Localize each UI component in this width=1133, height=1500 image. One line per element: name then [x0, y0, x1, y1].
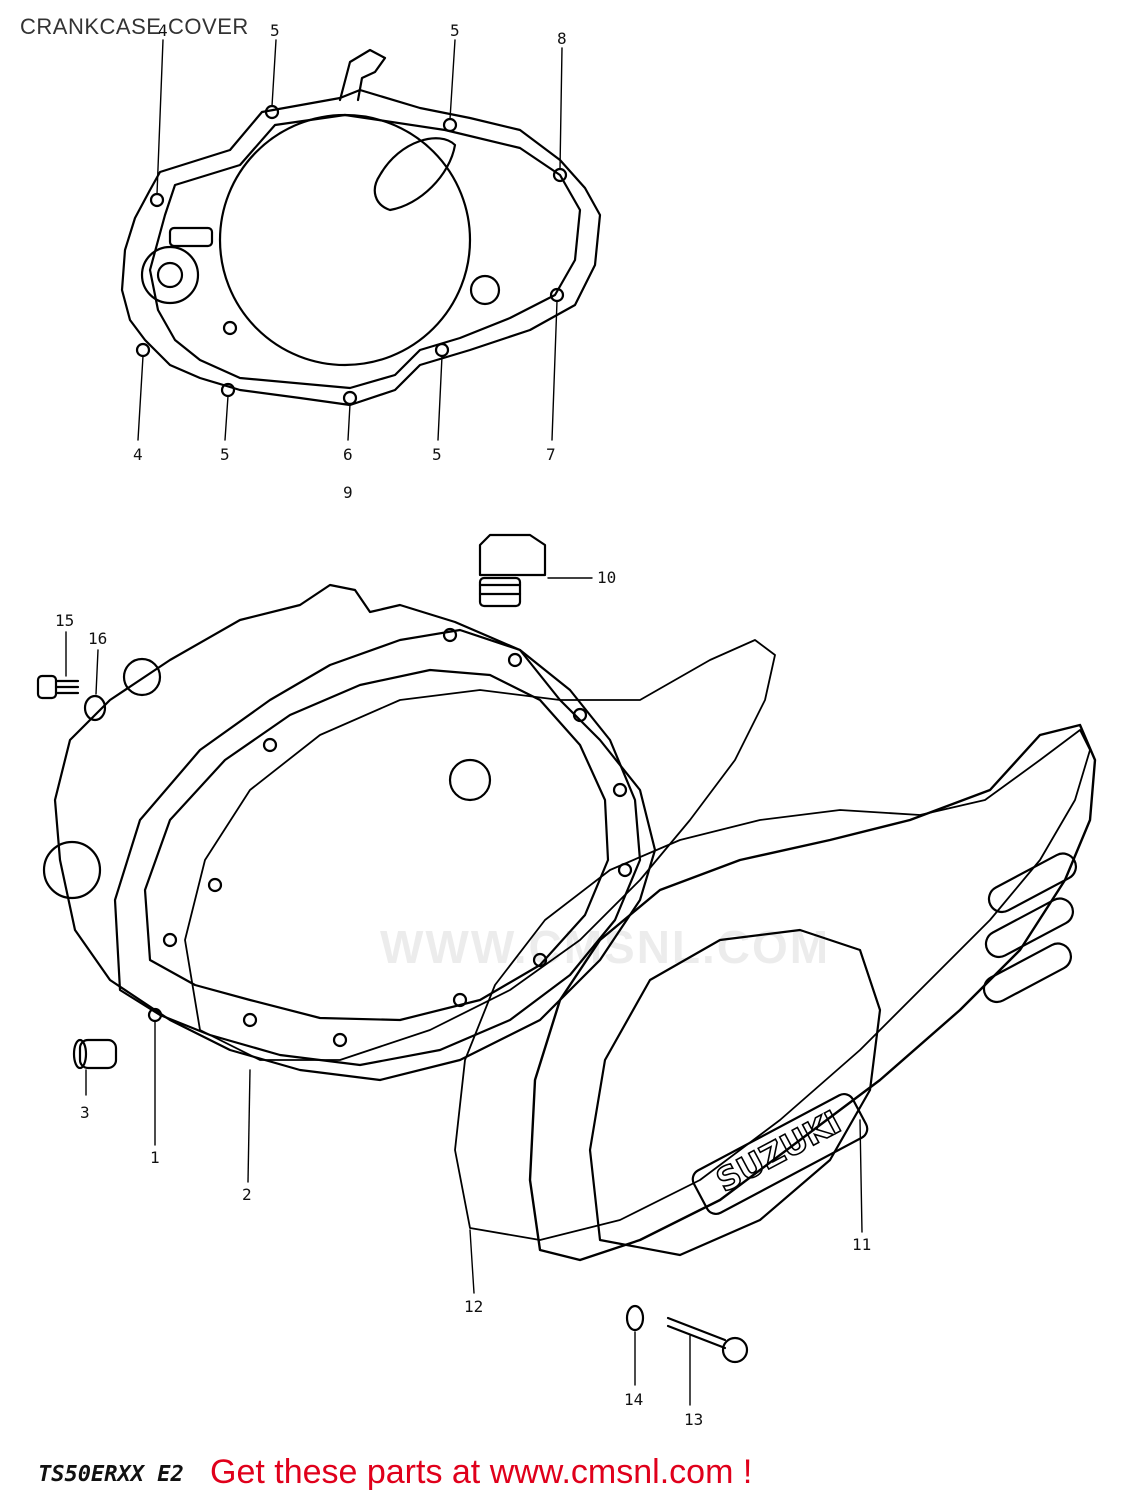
breather-neck — [338, 48, 387, 102]
suzuki-logo-badge — [691, 1092, 869, 1216]
callout-12: 12 — [464, 1297, 483, 1316]
callout-4-top: 4 — [158, 21, 168, 40]
shaft-boss — [448, 758, 492, 802]
model-code: TS50ERXX E2 — [38, 1462, 184, 1487]
callout-5-bottom-a: 5 — [220, 445, 230, 464]
inner-case-line — [143, 668, 610, 1022]
bolt-holes-top — [135, 104, 568, 406]
gasket-12 — [454, 729, 1091, 1241]
callout-5-top-b: 5 — [450, 21, 460, 40]
oil-window — [373, 137, 457, 212]
case-bolt-holes — [147, 627, 633, 1048]
oil-filler-cap-10 — [478, 533, 547, 608]
page-title: CRANKCASE COVER — [20, 14, 249, 39]
callout-5-bottom-b: 5 — [432, 445, 442, 464]
parts-diagram: 4 4 5 5 5 5 6 7 8 9 10 15 16 3 1 2 11 12… — [36, 21, 1097, 1429]
tab — [168, 226, 214, 248]
callout-14: 14 — [624, 1390, 643, 1409]
callout-labels: 4 4 5 5 5 5 6 7 8 9 10 15 16 3 1 2 11 12… — [55, 21, 871, 1429]
cover-dome — [588, 928, 882, 1257]
crankcase-cover-inner-view — [120, 39, 602, 441]
cover-vent-slots — [982, 852, 1078, 1004]
bolt-15 — [36, 674, 80, 700]
callout-3: 3 — [80, 1103, 90, 1122]
callout-8: 8 — [557, 29, 567, 48]
small-port — [469, 274, 501, 306]
cover-outline-top — [120, 88, 602, 407]
suzuki-logo-text: SUZUKI — [710, 1103, 847, 1200]
leaders-bottom — [65, 631, 863, 1406]
outer-cover-11 — [528, 723, 1097, 1262]
watermark: WWW.CMSNL.COM — [380, 921, 831, 973]
kickstart-boss — [140, 245, 200, 305]
dowel-pin-3 — [72, 1038, 118, 1070]
oil-seal — [122, 657, 162, 697]
callout-2: 2 — [242, 1185, 252, 1204]
callout-10: 10 — [597, 568, 616, 587]
crankcase-assembly — [36, 533, 1097, 1406]
washer-16 — [83, 694, 107, 722]
callout-13: 13 — [684, 1410, 703, 1429]
gasket-2 — [184, 639, 776, 1061]
callout-9: 9 — [343, 483, 353, 502]
clutch-cover-disc — [218, 113, 472, 367]
kickstart-hole — [156, 261, 184, 289]
callout-7: 7 — [546, 445, 556, 464]
callout-16: 16 — [88, 629, 107, 648]
callout-11: 11 — [852, 1235, 871, 1254]
washer-14 — [625, 1304, 645, 1332]
kick-shaft-port — [42, 840, 102, 900]
cmsnl-link[interactable]: Get these parts at www.cmsnl.com ! — [210, 1453, 753, 1491]
screw-13 — [666, 1316, 749, 1364]
callout-15: 15 — [55, 611, 74, 630]
callout-4-bottom: 4 — [133, 445, 143, 464]
callout-5-top-a: 5 — [270, 21, 280, 40]
callout-6: 6 — [343, 445, 353, 464]
callout-1: 1 — [150, 1148, 160, 1167]
leaders-top — [137, 39, 563, 441]
